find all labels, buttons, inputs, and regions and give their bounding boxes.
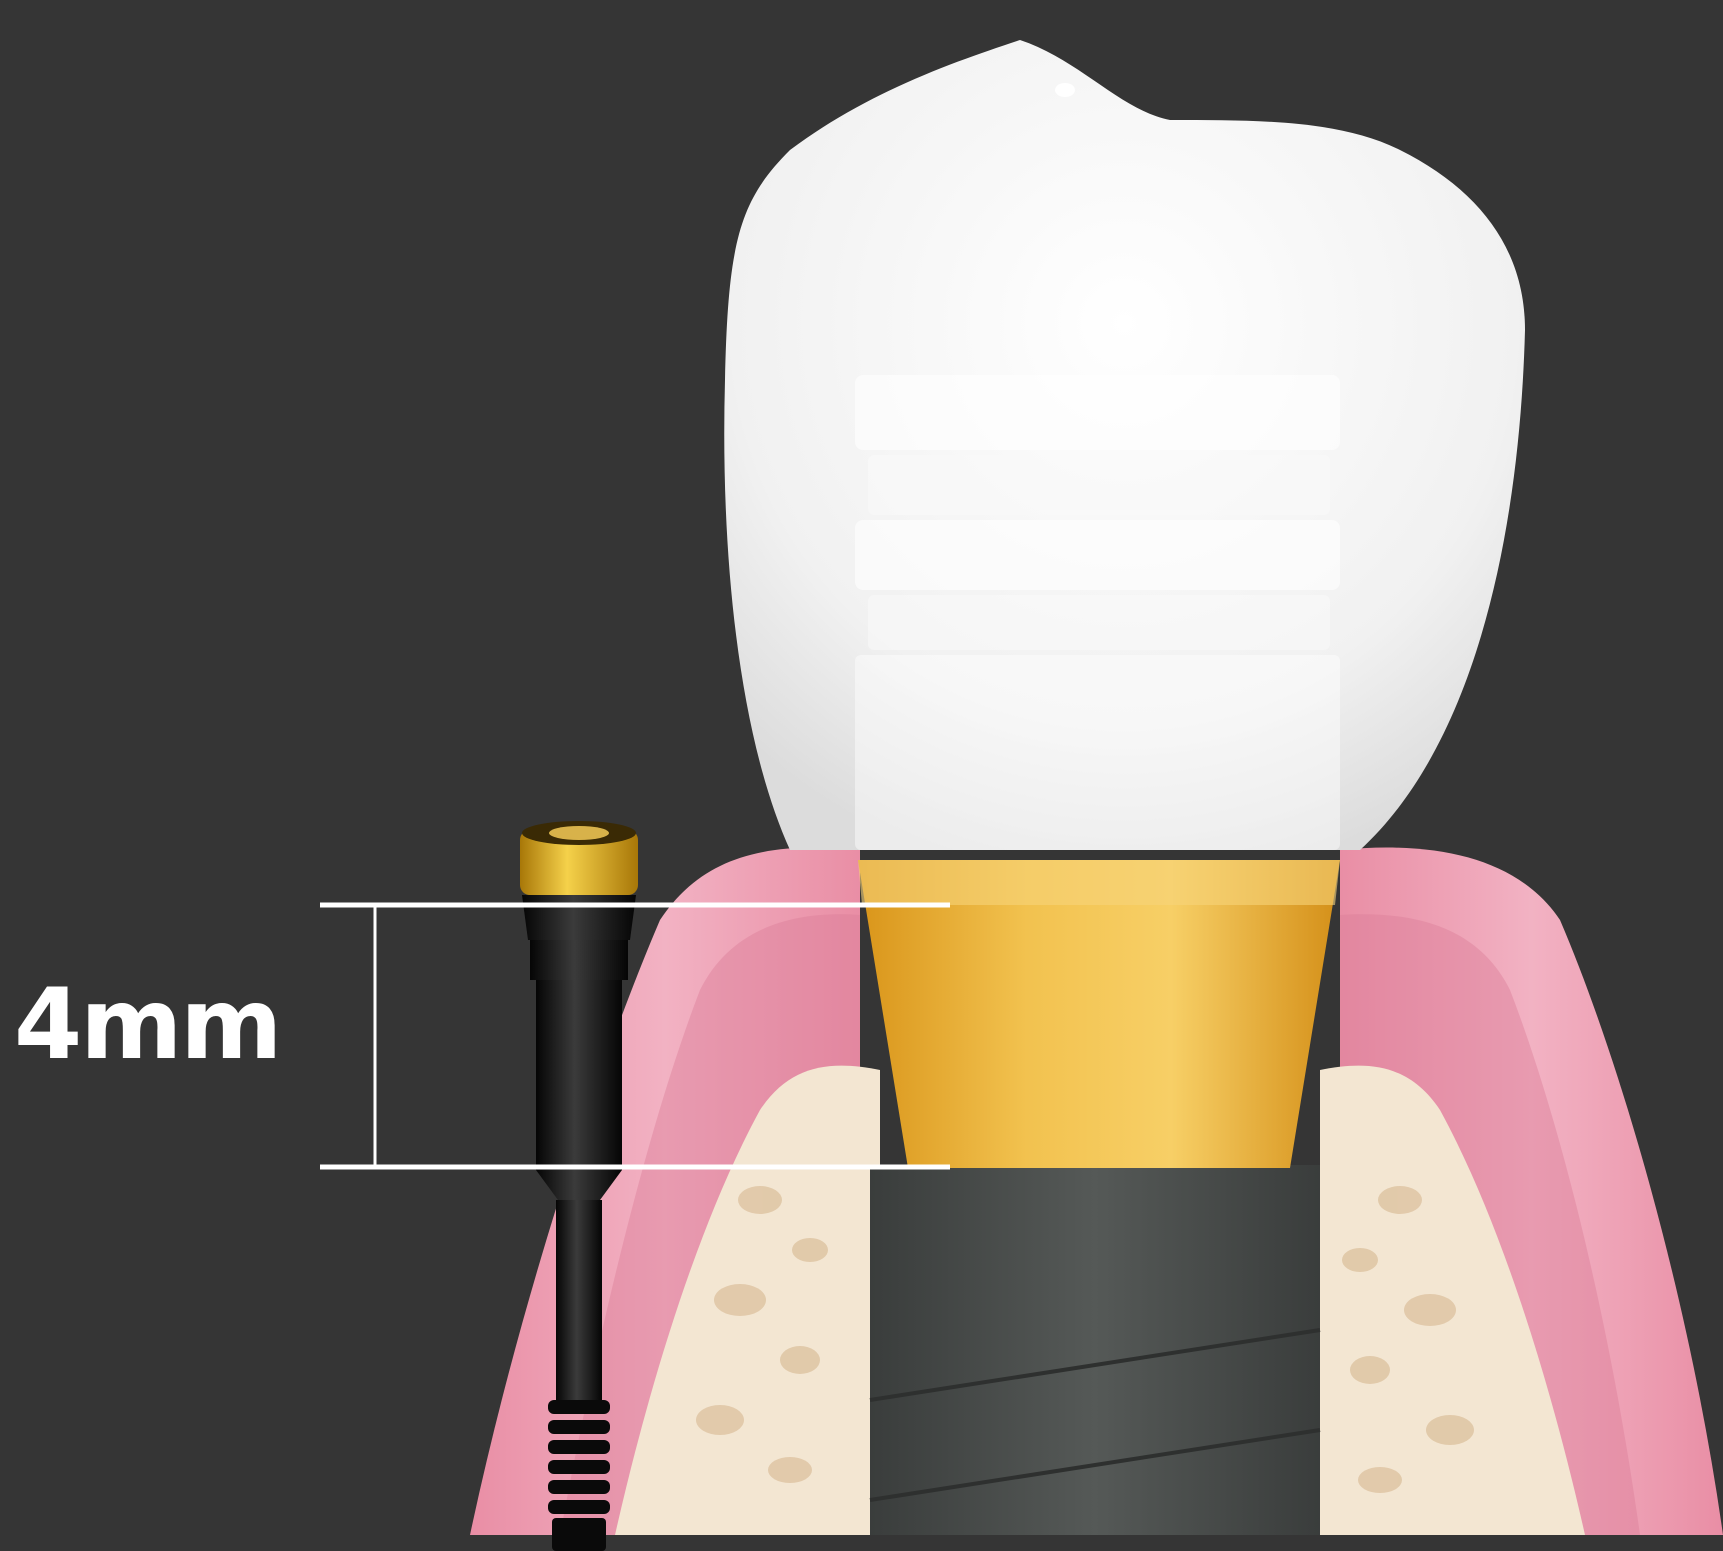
measurement-label: 4mm [14, 970, 294, 1080]
implant-body [870, 1165, 1320, 1535]
crown [724, 40, 1525, 850]
